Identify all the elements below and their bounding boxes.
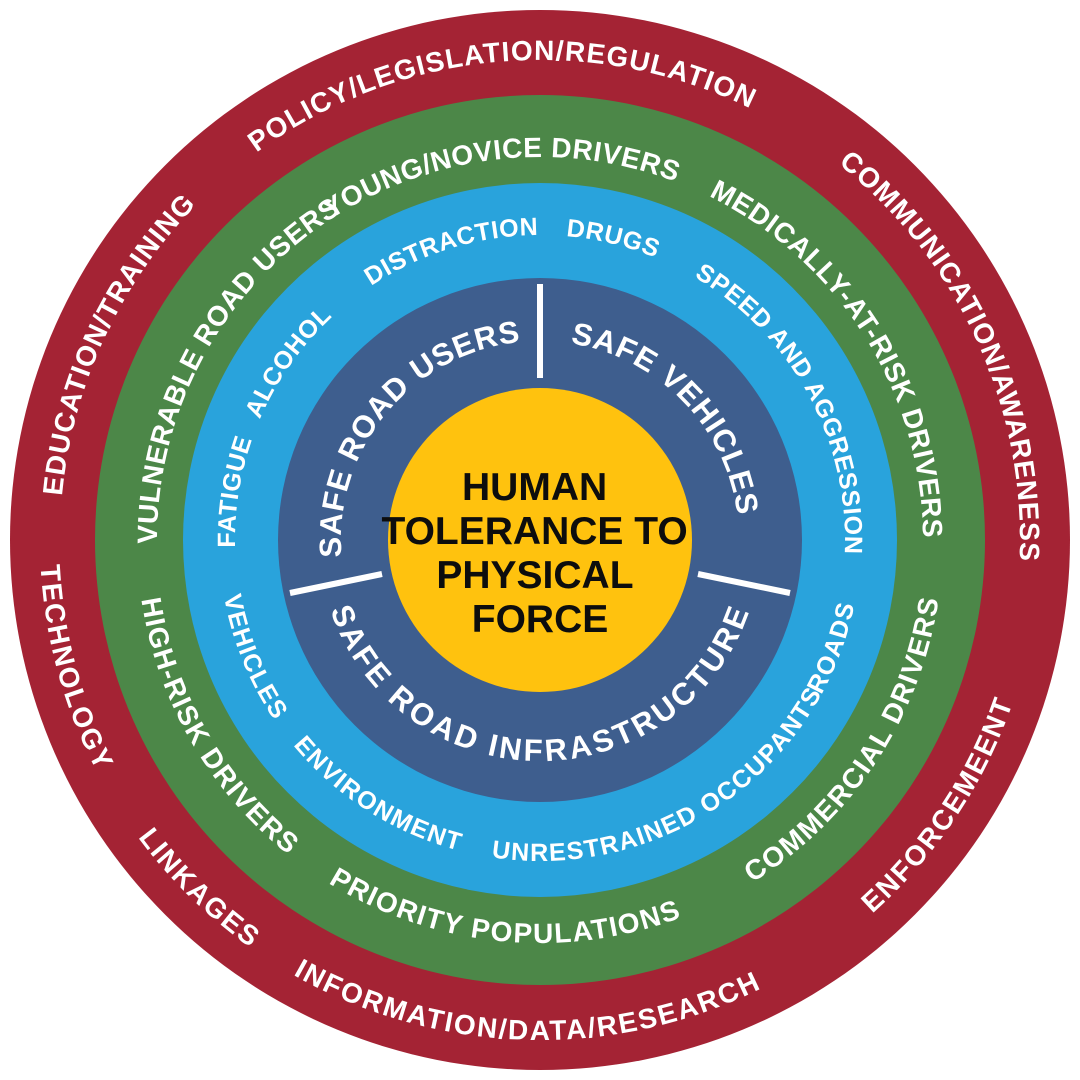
center-line-1: HUMAN — [462, 466, 607, 509]
center-label: HUMAN TOLERANCE TO PHYSICAL FORCE — [381, 466, 698, 641]
center-line-2: TOLERANCE TO — [381, 510, 687, 553]
center-circle — [388, 388, 692, 692]
center-line-4: FORCE — [472, 598, 609, 641]
center-line-3: PHYSICAL — [436, 554, 633, 597]
divider-left — [289, 571, 383, 596]
divider-right — [697, 571, 791, 596]
pillar-dividers — [289, 284, 791, 596]
